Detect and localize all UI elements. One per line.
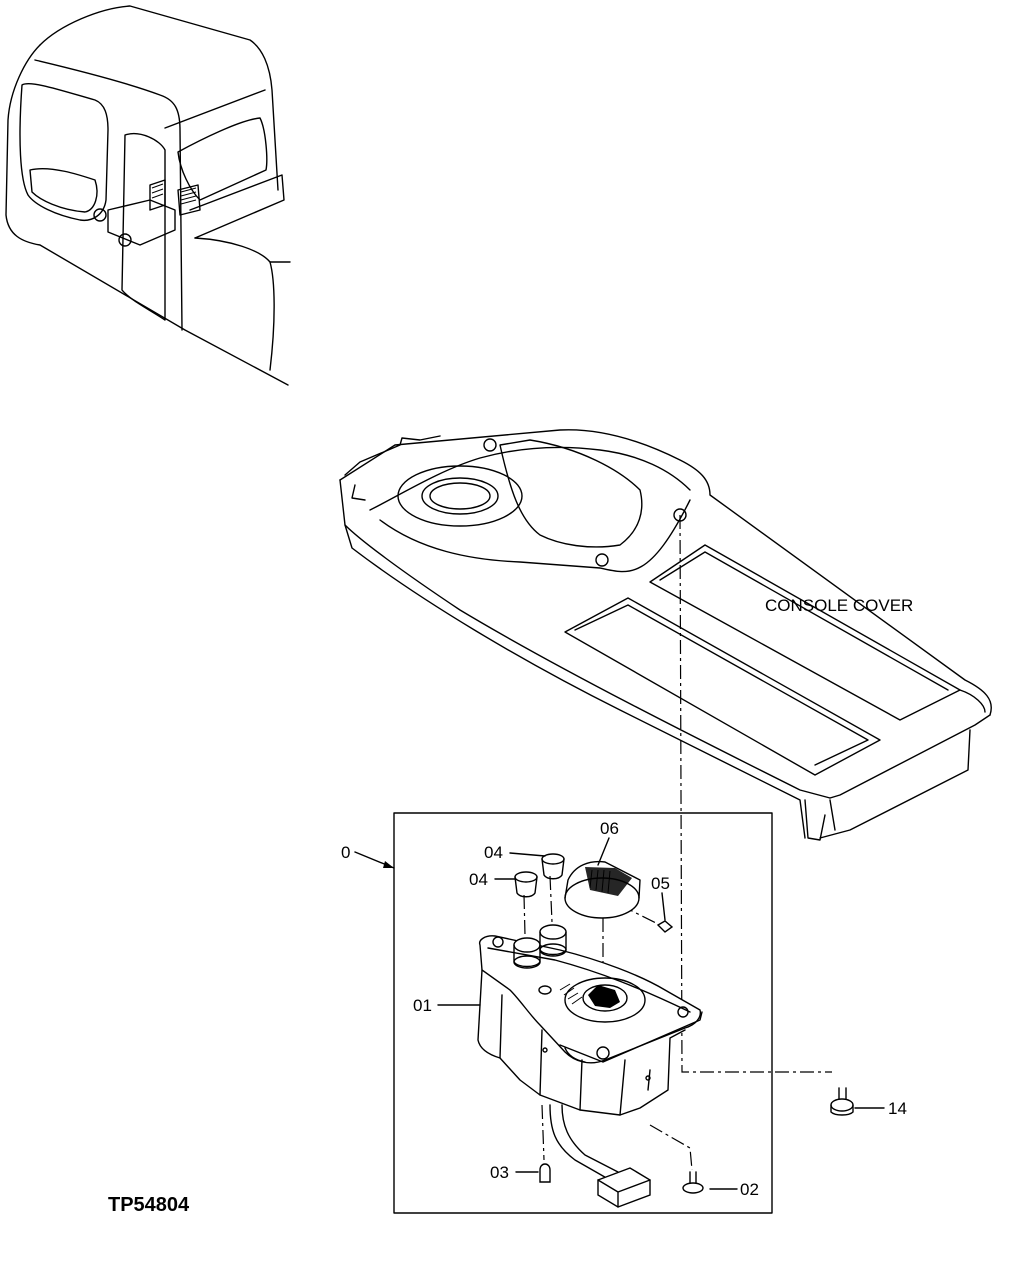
- assembly-line-04b: [549, 875, 553, 923]
- harness-connector: [549, 1104, 651, 1208]
- callout-01: 01: [413, 996, 432, 1015]
- rotary-knob: [564, 860, 641, 919]
- console-cover: [339, 429, 992, 841]
- assembly-line-02: [649, 1124, 693, 1171]
- callout-04a: 04: [469, 870, 488, 889]
- set-screw: [656, 920, 674, 933]
- assembly-box: [393, 812, 773, 1214]
- callout-03: 03: [490, 1163, 509, 1182]
- screw-14: [830, 1087, 854, 1116]
- callout-14: 14: [888, 1099, 907, 1118]
- push-knob-b: [541, 853, 565, 880]
- leaders: [437, 837, 885, 1190]
- console-cover-label: CONSOLE COVER: [765, 596, 913, 615]
- figure-id: TP54804: [108, 1194, 190, 1216]
- assembly-line-04a: [523, 894, 526, 936]
- cab-overview: [5, 5, 291, 386]
- screw-02: [682, 1171, 704, 1194]
- callout-04b: 04: [484, 843, 503, 862]
- push-knob-a: [514, 871, 538, 898]
- callout-02: 02: [740, 1180, 759, 1199]
- bulb: [539, 1163, 551, 1183]
- assembly-line-14: [679, 514, 832, 1073]
- callout-05: 05: [651, 874, 670, 893]
- callout-0: 0: [341, 843, 350, 862]
- callout-06: 06: [600, 819, 619, 838]
- switch-housing: [477, 924, 703, 1116]
- assembly-line-03: [541, 1104, 545, 1161]
